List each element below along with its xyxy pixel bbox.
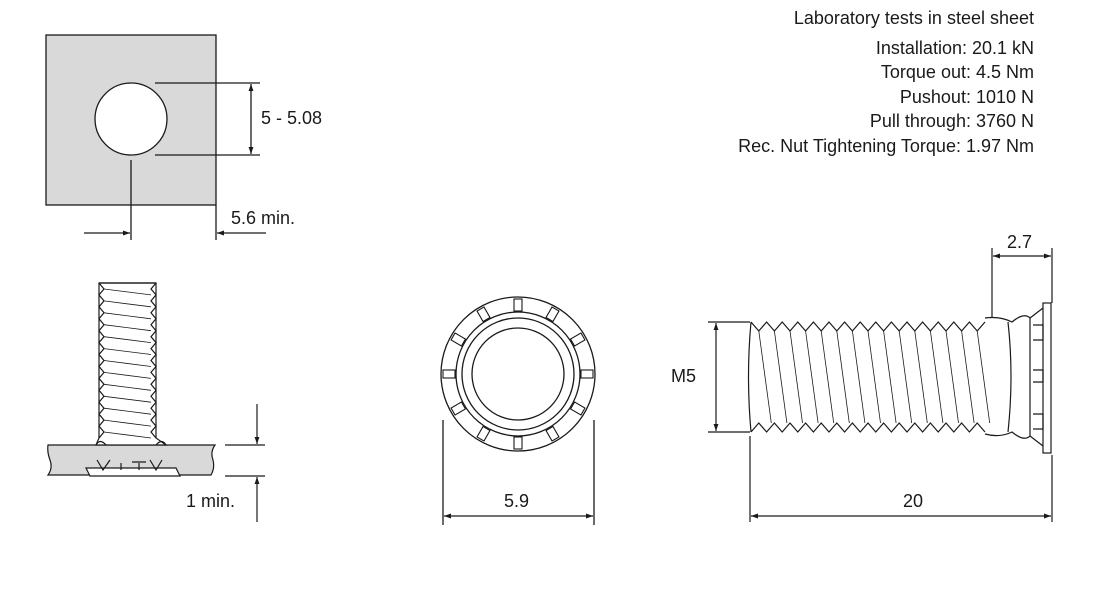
head-serrations (442, 298, 594, 450)
mounting-hole (94, 82, 168, 156)
spec-pushout: Pushout: 1010 N (899, 86, 1034, 107)
sheet-hole-view (45, 34, 266, 240)
stud-thread-right (150, 282, 157, 439)
side-thread-lines (758, 330, 991, 424)
hole-diameter-label: 5 - 5.08 (261, 108, 323, 128)
head-front-view (440, 296, 596, 525)
installed-stud-view (46, 282, 265, 522)
lab-test-specs: Laboratory tests in steel sheet Installa… (738, 6, 1034, 158)
side-thread-chamfer (747, 321, 752, 433)
stud-thread-lines (99, 282, 156, 439)
stud-side-view (708, 248, 1053, 522)
shank-circle (471, 327, 565, 421)
length-label: 20 (903, 491, 924, 511)
head-outer-circle (440, 296, 596, 452)
head-serration-ring (455, 311, 581, 437)
spec-nut-torque: Rec. Nut Tightening Torque: 1.97 Nm (738, 135, 1034, 156)
spec-torque-out: Torque out: 4.5 Nm (880, 62, 1034, 82)
thread-size-label: M5 (671, 366, 697, 386)
stud-head (85, 467, 181, 477)
sheet-thickness-label: 1 min. (186, 491, 236, 511)
spec-installation: Installation: 20.1 kN (875, 37, 1034, 58)
side-thread-top-edge (750, 321, 986, 332)
spec-pull-through: Pull through: 3760 N (869, 111, 1034, 131)
head-diameter-label: 5.9 (504, 491, 530, 511)
specs-heading: Laboratory tests in steel sheet (793, 8, 1034, 28)
head-height-label: 2.7 (1007, 232, 1033, 252)
side-head (1042, 302, 1052, 454)
side-thread-bottom-edge (750, 422, 986, 433)
edge-distance-label: 5.6 min. (231, 208, 296, 228)
